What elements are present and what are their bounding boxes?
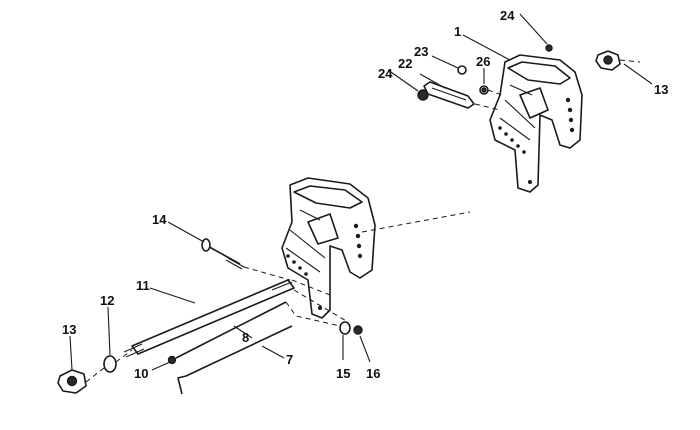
callout-26: 26: [476, 54, 490, 69]
callout-14: 14: [152, 212, 167, 227]
washer-15: [339, 321, 351, 335]
rod-8: [175, 301, 287, 359]
washer-12: [103, 355, 117, 373]
lower-bracket: [281, 177, 376, 319]
nut-24-left: [417, 89, 429, 101]
callout-24-top: 24: [500, 8, 515, 23]
leader-lines: [69, 13, 653, 371]
lower-hardware: [57, 238, 363, 395]
callout-16: 16: [366, 366, 380, 381]
callout-15: 15: [336, 366, 350, 381]
callout-24-left: 24: [378, 66, 393, 81]
nut-16: [353, 325, 363, 335]
callout-13-left: 13: [62, 322, 76, 337]
rod-7: [177, 325, 293, 395]
callout-7: 7: [286, 352, 293, 367]
link-plate-22: [423, 81, 475, 109]
callout-1: 1: [454, 24, 461, 39]
assembly-lines: [85, 59, 641, 383]
callout-10: 10: [134, 366, 148, 381]
upper-bracket: [489, 54, 583, 193]
upper-hardware: [417, 44, 621, 109]
tube-11: [131, 279, 295, 355]
nut-10: [167, 355, 177, 365]
callout-23: 23: [414, 44, 428, 59]
callout-11: 11: [136, 278, 150, 293]
callout-12: 12: [100, 293, 114, 308]
callout-22: 22: [398, 56, 412, 71]
callout-labels: 1 24 23 22 24 26 13 14 11 12 13 10 8 7 1…: [62, 8, 668, 381]
callout-13-right: 13: [654, 82, 668, 97]
callout-8: 8: [242, 330, 249, 345]
nut-24-top: [545, 44, 553, 52]
bolt-23: [457, 65, 467, 75]
